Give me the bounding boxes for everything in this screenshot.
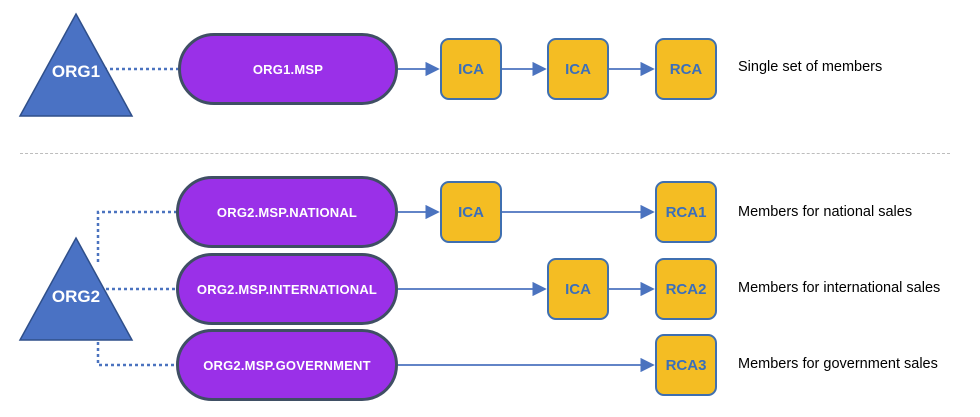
org2-msp-government-pill: ORG2.MSP.GOVERNMENT — [176, 329, 398, 401]
org1-note: Single set of members — [738, 59, 883, 75]
international-ica-box: ICA — [547, 258, 609, 320]
org2-national-link — [96, 210, 178, 262]
rca2-box: RCA2 — [655, 258, 717, 320]
rca1-box: RCA1 — [655, 181, 717, 243]
rca3-box: RCA3 — [655, 334, 717, 396]
org2-msp-international-pill: ORG2.MSP.INTERNATIONAL — [176, 253, 398, 325]
section-divider — [20, 153, 950, 154]
org2-msp-national-pill: ORG2.MSP.NATIONAL — [176, 176, 398, 248]
org1-msp-pill: ORG1.MSP — [178, 33, 398, 105]
national-ica-box: ICA — [440, 181, 502, 243]
org1-label: ORG1 — [51, 62, 101, 81]
org2-label: ORG2 — [51, 287, 101, 306]
org1-ica-box-1: ICA — [440, 38, 502, 100]
org2-triangle — [18, 236, 134, 341]
org1-rca-box: RCA — [655, 38, 717, 100]
government-note: Members for government sales — [738, 356, 938, 372]
org1-triangle — [18, 12, 134, 117]
national-note: Members for national sales — [738, 204, 913, 220]
international-note: Members for international sales — [738, 280, 941, 296]
org1-ica-box-2: ICA — [547, 38, 609, 100]
